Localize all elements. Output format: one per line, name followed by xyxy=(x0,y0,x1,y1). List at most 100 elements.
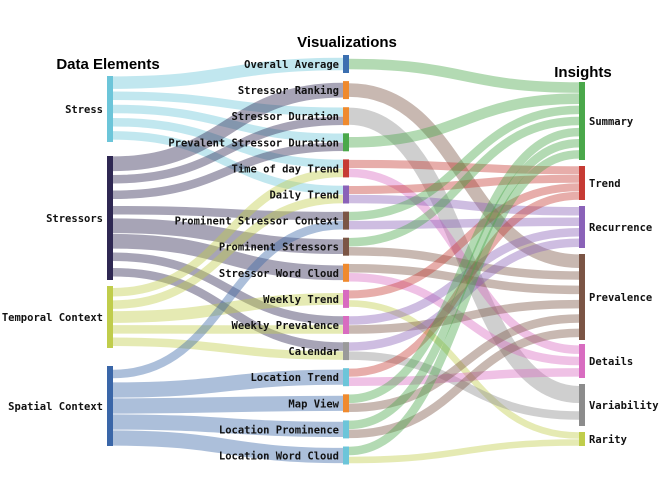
link-lm-stressors-to-prominent_stressors xyxy=(112,218,344,255)
node-rarity xyxy=(579,432,585,446)
link-lm-spatial-to-prominent_stressor_context xyxy=(112,220,344,379)
node-variability xyxy=(579,384,585,426)
node-calendar xyxy=(343,342,349,361)
label-weekly-trend: Weekly Trend xyxy=(263,294,339,306)
link-mr-time_of_day_trend-to-trend xyxy=(348,159,580,175)
link-mr-weekly_trend-to-trend xyxy=(348,183,580,299)
link-lm-stressors-to-prominent_stressor_context xyxy=(112,206,344,221)
node-temporal xyxy=(107,286,113,348)
label-spatial: Spatial Context xyxy=(8,401,103,413)
title-data-elements: Data Elements xyxy=(56,56,159,73)
label-location-word-cloud: Location Word Cloud xyxy=(219,451,339,463)
link-mr-calendar-to-variability xyxy=(348,351,580,420)
link-mr-location_trend-to-trend xyxy=(348,191,580,377)
link-lm-stressors-to-weekly_prevalence xyxy=(112,252,344,325)
link-mr-map_view-to-summary xyxy=(348,127,580,404)
label-map-view: Map View xyxy=(288,398,339,410)
link-lm-stress-to-daily_trend xyxy=(112,131,344,195)
link-lm-temporal-to-weekly_trend xyxy=(112,293,344,323)
link-mr-prominent_stressor_context-to-recurrence xyxy=(348,217,580,230)
label-summary: Summary xyxy=(589,116,634,128)
link-lm-spatial-to-location_prominence xyxy=(112,414,344,437)
title-insights: Insights xyxy=(554,64,612,81)
link-mr-weekly_trend-to-rarity xyxy=(348,300,580,439)
node-stress xyxy=(107,76,113,142)
label-daily-trend: Daily Trend xyxy=(269,190,339,202)
nodes-layer xyxy=(107,55,585,465)
node-prominent-stressors xyxy=(343,237,349,256)
link-lm-stressors-to-stressor_duration xyxy=(112,116,344,184)
label-prevalent-stressor-duration: Prevalent Stressor Duration xyxy=(168,137,339,149)
label-prominent-stressors: Prominent Stressors xyxy=(219,242,339,254)
link-lm-temporal-to-time_of_day_trend xyxy=(112,168,344,297)
node-stressor-word-cloud xyxy=(343,263,349,282)
link-mr-daily_trend-to-recurrence xyxy=(348,194,580,216)
label-weekly-prevalence: Weekly Prevalence xyxy=(232,320,339,332)
label-stressor-word-cloud: Stressor Word Cloud xyxy=(219,268,339,280)
label-time-of-day-trend: Time of day Trend xyxy=(232,163,339,175)
link-lm-stressors-to-calendar xyxy=(112,268,344,351)
link-mr-prominent_stressors-to-prevalence xyxy=(348,246,580,280)
link-lm-spatial-to-location_word_cloud xyxy=(112,430,344,464)
link-mr-prevalent_stressor_duration-to-summary xyxy=(348,93,580,148)
node-daily-trend xyxy=(343,185,349,204)
title-visualizations: Visualizations xyxy=(297,34,397,51)
label-stressor-duration: Stressor Duration xyxy=(232,111,339,123)
node-recurrence xyxy=(579,206,585,248)
node-stressor-duration xyxy=(343,107,349,126)
label-calendar: Calendar xyxy=(288,346,339,358)
link-lm-spatial-to-location_trend xyxy=(112,369,344,398)
link-lm-stressors-to-stressor_ranking xyxy=(112,82,344,172)
link-mr-stressor_ranking-to-prevalence xyxy=(348,83,580,268)
node-location-prominence xyxy=(343,420,349,439)
node-location-word-cloud xyxy=(343,446,349,465)
node-prominent-stressor-context xyxy=(343,211,349,230)
link-lm-stress-to-stressor_duration xyxy=(112,91,344,116)
node-overall-average xyxy=(343,55,349,73)
label-stressors: Stressors xyxy=(46,213,103,225)
link-mr-location_prominence-to-summary xyxy=(348,139,580,430)
link-mr-stressor_word_cloud-to-details xyxy=(348,273,580,366)
links-layer xyxy=(112,57,580,464)
node-location-trend xyxy=(343,368,349,387)
link-mr-prominent_stressor_context-to-summary xyxy=(348,105,580,221)
node-spatial xyxy=(107,366,113,446)
link-lm-stressors-to-prevalent_stressor_duration xyxy=(112,142,344,199)
link-mr-weekly_prevalence-to-recurrence xyxy=(348,228,580,325)
link-mr-stressor_duration-to-variability xyxy=(348,107,580,404)
node-time-of-day-trend xyxy=(343,159,349,178)
link-mr-map_view-to-prevalence xyxy=(348,314,580,413)
label-variability: Variability xyxy=(589,400,659,412)
node-map-view xyxy=(343,394,349,413)
labels-layer: Data Elements Visualizations Insights St… xyxy=(2,34,659,463)
label-stressor-ranking: Stressor Ranking xyxy=(238,85,339,97)
label-location-prominence: Location Prominence xyxy=(219,424,339,436)
link-lm-temporal-to-calendar xyxy=(112,337,344,360)
link-mr-overall_average-to-summary xyxy=(348,58,580,93)
label-temporal: Temporal Context xyxy=(2,312,103,324)
link-mr-stressor_word_cloud-to-prevalence xyxy=(348,264,580,295)
label-location-trend: Location Trend xyxy=(250,372,339,384)
node-weekly-trend xyxy=(343,289,349,308)
link-lm-spatial-to-map_view xyxy=(112,395,344,414)
link-mr-location_prominence-to-prevalence xyxy=(348,328,580,439)
node-prevalence xyxy=(579,254,585,340)
node-summary xyxy=(579,82,585,160)
link-lm-stress-to-overall_average xyxy=(112,57,344,89)
link-mr-weekly_prevalence-to-prevalence xyxy=(348,299,580,334)
label-trend: Trend xyxy=(589,178,621,190)
label-recurrence: Recurrence xyxy=(589,222,652,234)
link-mr-calendar-to-recurrence xyxy=(348,238,580,351)
label-stress: Stress xyxy=(65,104,103,116)
label-rarity: Rarity xyxy=(589,434,628,446)
label-details: Details xyxy=(589,356,633,368)
link-lm-stressors-to-stressor_word_cloud xyxy=(112,233,344,281)
link-lm-stress-to-time_of_day_trend xyxy=(112,117,344,169)
link-mr-prominent_stressors-to-summary xyxy=(348,116,580,247)
link-mr-location_trend-to-details xyxy=(348,368,580,386)
link-mr-location_word_cloud-to-summary xyxy=(348,150,580,456)
node-trend xyxy=(579,166,585,200)
link-lm-stress-to-prevalent_stressor_duration xyxy=(112,104,344,143)
